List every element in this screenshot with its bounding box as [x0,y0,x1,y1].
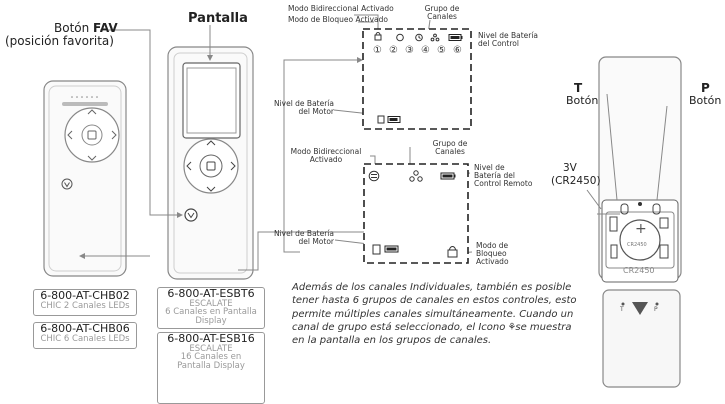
cover-t-label: T [620,306,624,313]
product-desc: CHIC 6 Canales LEDs [40,333,130,344]
lcd1-bidir-label: Modo Bidireccional Activado [288,4,394,13]
lcd1-motor-battery-label: Nivel de Batería del Motor [273,99,334,116]
lcd1-channel-4: ④ [421,45,430,56]
cover-p-label: P [654,306,658,313]
product-desc: CHIC 2 Canales LEDs [40,300,130,311]
product-desc: 16 Canales en [180,352,242,363]
product-desc: Pantalla Display [177,361,245,372]
lcd2-lock-label: Modo de Bloqueo Activado [476,241,509,266]
lcd1-channel-5: ⑤ [437,45,446,56]
chic-remote [43,80,127,277]
battery-remote [586,56,682,283]
lcd1-remote-battery-label: Nivel de Batería del Control [478,31,539,48]
product-box-esbt6: 6-800-AT-ESBT6 ESCALATE 6 Canales en Pan… [157,287,265,329]
lcd2-group-label: Grupo de Canales [432,139,468,156]
description-text: Además de los canales Individuales, tamb… [292,282,577,347]
lcd1-channel-2: ② [389,45,398,56]
lcd2-bidir-label: Modo Bidireccional Activado [290,147,362,164]
lcd2-motor-battery-label: Nivel de Batería del Motor [273,229,334,246]
screen-label: Pantalla [188,11,248,26]
lcd-screen-1 [362,28,472,130]
battery-cover [602,289,681,388]
lcd1-channel-6: ⑥ [453,45,462,56]
product-box-chb02: 6-800-AT-CHB02 CHIC 2 Canales LEDs [33,289,137,316]
escalate-remote [167,46,254,280]
t-button-letter: T [574,81,583,95]
lcd1-channel-1: ① [373,45,382,56]
battery-cell-type: (CR2450) [551,175,601,187]
product-desc: Display [195,316,227,327]
product-code: 6-800-AT-CHB02 [40,289,130,302]
lcd2-remote-battery-label: Nivel de Batería del Control Remoto [474,163,533,188]
product-desc: ESCALATE [189,298,233,309]
product-desc: 6 Canales en Pantalla [165,307,257,318]
t-button-label: Botón [566,94,599,107]
coin-text: CR2450 [627,242,647,248]
product-code: 6-800-AT-CHB06 [40,322,130,335]
coin-plus: + [635,221,647,237]
compartment-label: CR2450 [623,266,655,275]
lcd1-group-label: Grupo de Canales [424,4,460,21]
lcd1-channel-3: ③ [405,45,414,56]
product-box-chb06: 6-800-AT-CHB06 CHIC 6 Canales LEDs [33,322,137,349]
product-code: 6-800-AT-ESBT6 [167,287,255,300]
p-button-letter: P [701,81,710,95]
fav-button-label: Botón FAV [54,21,118,35]
product-box-esb16: 6-800-AT-ESB16 ESCALATE 16 Canales en Pa… [157,332,265,404]
product-code: 6-800-AT-ESB16 [167,332,255,345]
fav-button-note: (posición favorita) [5,34,114,48]
product-desc: ESCALATE [189,343,233,354]
p-button-label: Botón [689,94,722,107]
battery-voltage: 3V [563,162,577,174]
lcd-screen-2 [363,163,469,264]
led-dots [71,96,98,98]
lcd1-lock-label: Modo de Bloqueo Activado [288,15,389,24]
